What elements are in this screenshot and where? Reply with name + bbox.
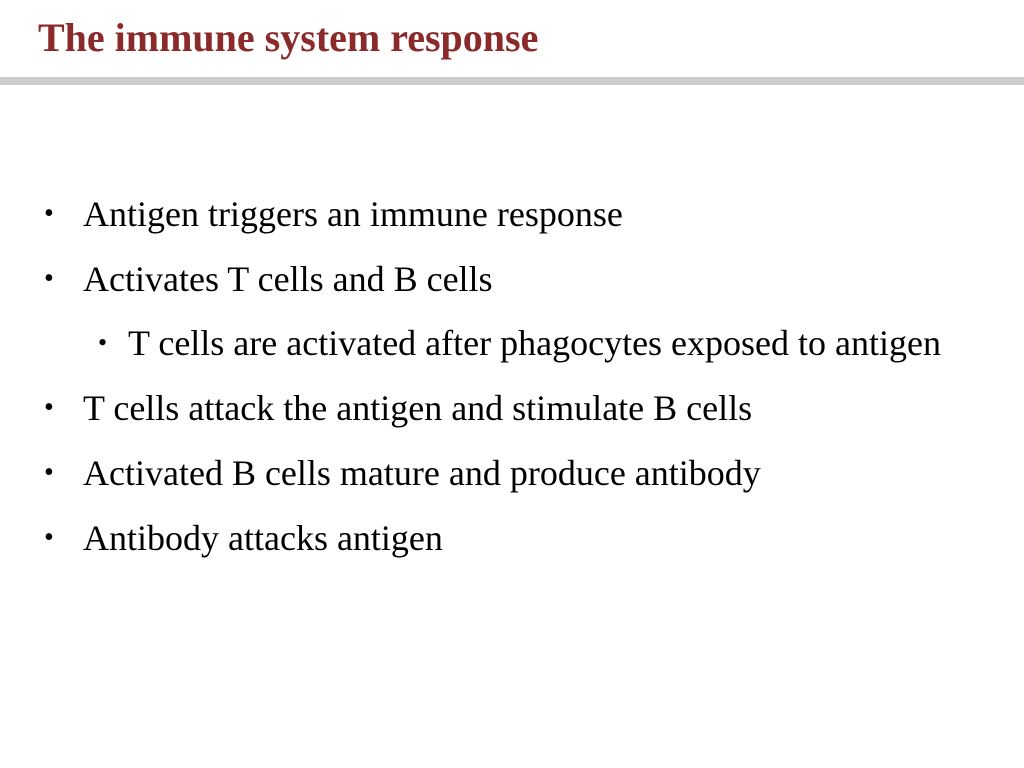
bullet-item: • Antigen triggers an immune response [0, 193, 1024, 235]
bullet-text: Antibody attacks antigen [83, 518, 443, 558]
bullet-text: Activated B cells mature and produce ant… [83, 453, 761, 493]
bullet-dot-icon: • [44, 198, 54, 229]
bullet-item: • Antibody attacks antigen [0, 517, 1024, 559]
bullet-dot-icon: • [98, 328, 108, 357]
bullet-dot-icon: • [44, 522, 54, 553]
bullet-text: Antigen triggers an immune response [83, 194, 623, 234]
title-divider [0, 77, 1024, 85]
bullet-text: T cells attack the antigen and stimulate… [83, 388, 753, 428]
bullet-dot-icon: • [44, 392, 54, 423]
sub-bullet-item: • T cells are activated after phagocytes… [0, 322, 1024, 364]
bullet-item: • Activates T cells and B cells [0, 258, 1024, 300]
bullet-item: • Activated B cells mature and produce a… [0, 452, 1024, 494]
slide-title: The immune system response [38, 15, 539, 60]
bullet-item: • T cells attack the antigen and stimula… [0, 387, 1024, 429]
bullet-dot-icon: • [44, 263, 54, 294]
bullet-list: • Antigen triggers an immune response • … [0, 193, 1024, 582]
bullet-dot-icon: • [44, 457, 54, 488]
bullet-text: T cells are activated after phagocytes e… [128, 323, 941, 363]
bullet-text: Activates T cells and B cells [83, 259, 493, 299]
